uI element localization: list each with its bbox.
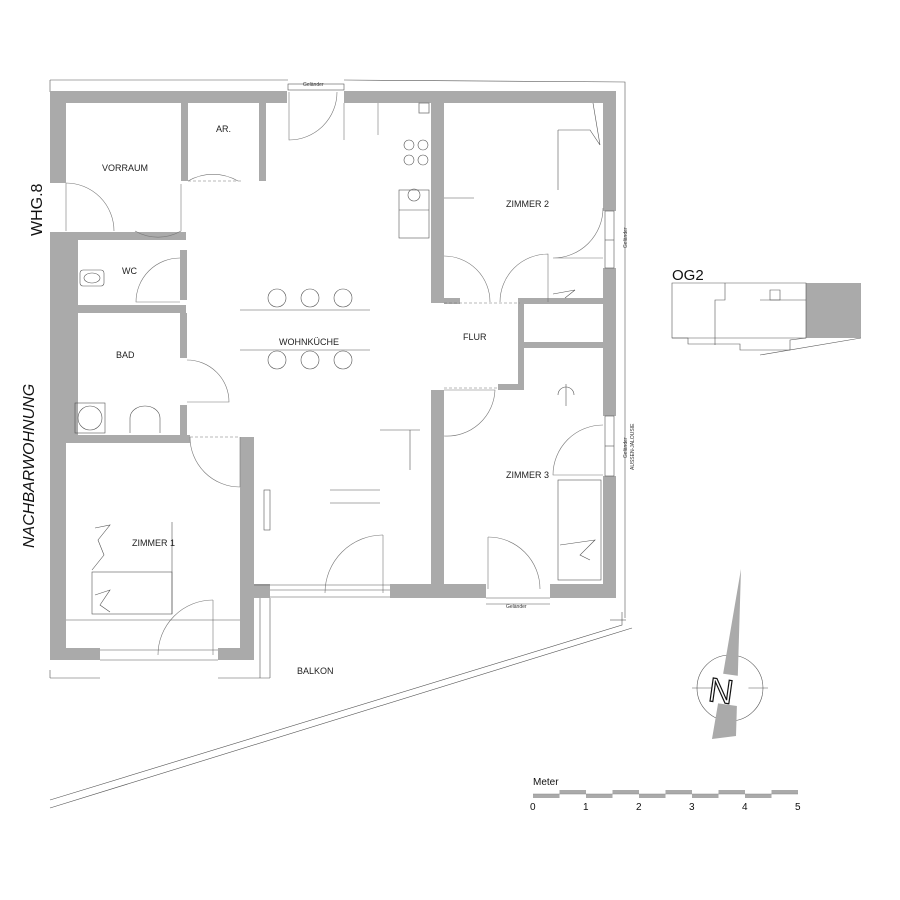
railing-label-top: Geländer [303,82,324,88]
key-plan: OG2 [671,267,862,356]
scale-tick-label: 4 [742,802,748,813]
room-zimmer1: ZIMMER 1 [132,538,175,548]
room-bad: BAD [116,350,135,360]
scale-bar: Meter 0 1 2 3 4 5 [530,777,801,813]
scale-segment [612,790,639,794]
scale-tick-label: 2 [636,802,642,813]
railing-label-bottom: Geländer [506,604,527,610]
room-wohnkueche: WOHNKÜCHE [279,337,339,347]
scale-tick-label: 0 [530,802,536,813]
north-letter: N [706,671,736,712]
room-balkon: BALKON [297,666,334,676]
scale-segment [665,790,692,794]
scale-segment [692,794,719,798]
scale-title: Meter [533,777,559,788]
room-wc: WC [122,266,137,276]
railing-label-right-mid: Geländer [623,437,629,458]
room-vorraum: VORRAUM [102,163,148,173]
room-zimmer2: ZIMMER 2 [506,199,549,209]
walls [50,91,616,660]
scale-segment [586,794,613,798]
key-plan-highlight [806,283,861,338]
railing-label-jalousie: AUSSEN-JALOUSIE [630,423,636,470]
room-ar: AR. [216,124,231,134]
scale-segment [771,790,798,794]
scale-segment [533,794,560,798]
north-arrow: N [692,569,768,739]
railing-label-right-top: Geländer [623,227,629,248]
scale-tick-label: 5 [795,802,801,813]
scale-segment [745,794,772,798]
neighbor-apartment-label: NACHBARWOHNUNG [21,384,38,548]
key-plan-label: OG2 [672,267,704,284]
room-labels: VORRAUM AR. WC BAD WOHNKÜCHE FLUR ZIMMER… [102,124,549,676]
outer-boundary [49,79,626,679]
scale-tick-label: 3 [689,802,695,813]
neighbor-unit-label: WHG.8 [29,183,46,236]
scale-segment [559,790,586,794]
scale-segment [639,794,666,798]
room-flur: FLUR [463,332,487,342]
scale-tick-label: 1 [583,802,589,813]
room-zimmer3: ZIMMER 3 [506,470,549,480]
doors-fixtures [49,83,633,809]
railing-labels: Geländer Geländer Geländer AUSSEN-JALOUS… [303,82,636,610]
scale-segment [718,790,745,794]
